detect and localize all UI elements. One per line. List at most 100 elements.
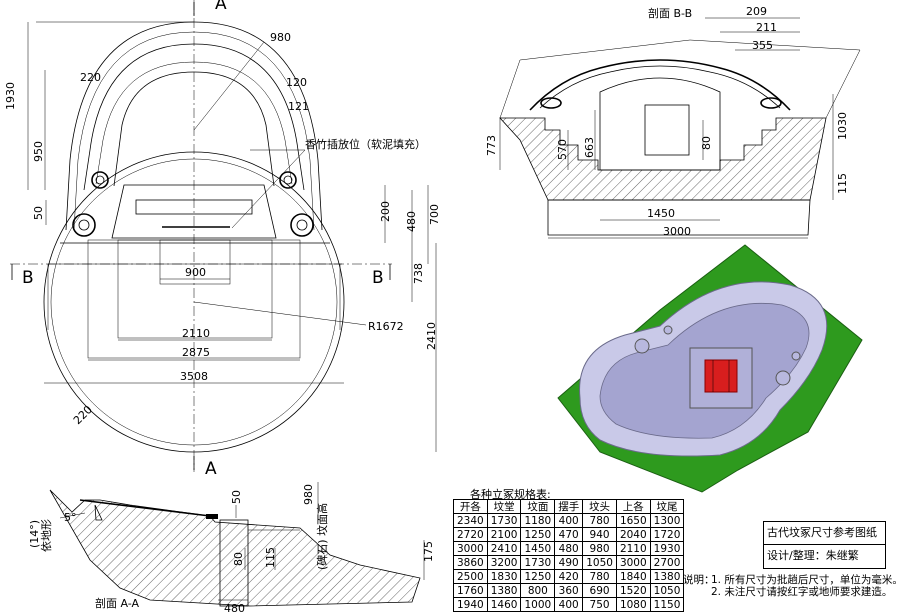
table-cell: 1380 [486,583,522,598]
dim-3508: 3508 [180,370,208,383]
title-block: 古代坟冢尺寸参考图纸 设计/整理：朱继繁 [763,521,886,569]
note-item: 1. 所有尺寸为批趟后尺寸，单位为毫米。 [711,574,903,586]
spec-header: 坟尾 [649,499,685,514]
table-cell: 3860 [453,555,488,570]
table-cell: 780 [582,513,617,528]
table-cell: 1180 [520,513,556,528]
table-cell: 470 [554,527,584,542]
table-row: 1940 1460 1000 400 750 1080 1150 [453,597,685,612]
dim-b-115: 115 [836,173,849,194]
section-b-title: 剖面 B-B [648,6,692,20]
section-b-left-label: B [22,268,34,288]
table-cell: 1930 [649,541,685,556]
dim-b-209: 209 [746,5,767,18]
dim-480: 480 [405,211,418,232]
table-cell: 1650 [615,513,651,528]
table-cell: 2100 [486,527,522,542]
dim-a-480: 480 [224,602,245,615]
section-a-bottom-label: A [205,459,217,479]
table-cell: 1050 [582,555,617,570]
tomb-3d-render [557,244,863,493]
dim-220-top: 220 [80,71,101,84]
table-cell: 1840 [615,569,651,584]
table-cell: 2700 [649,555,685,570]
terrain-label: 依地形 [40,519,53,552]
table-cell: 2500 [453,569,488,584]
table-cell: 360 [554,583,584,598]
table-cell: 780 [582,569,617,584]
table-cell: 2410 [486,541,522,556]
note-item: 2. 未注尺寸请按红字或地师要求建造。 [711,586,893,598]
table-cell: 1730 [520,555,556,570]
dim-b-570: 570 [556,139,569,160]
section-b-view [499,17,861,239]
dim-b-211: 211 [756,21,777,34]
table-cell: 750 [582,597,617,612]
scroll-left [634,338,650,354]
dim-2875: 2875 [182,346,210,359]
dim-b-80: 80 [700,136,713,150]
table-cell: 1720 [649,527,685,542]
table-cell: 690 [582,583,617,598]
drawing-title: 古代坟冢尺寸参考图纸 [764,522,885,545]
dim-b-773: 773 [485,135,498,156]
dim-r1672: R1672 [368,320,404,333]
table-cell: 3200 [486,555,522,570]
table-cell: 2720 [453,527,488,542]
dim-b-1450: 1450 [647,207,675,220]
dim-1930: 1930 [4,82,17,110]
table-row: 3860 3200 1730 490 1050 3000 2700 [453,555,685,570]
table-cell: 490 [554,555,584,570]
table-cell: 1300 [649,513,685,528]
dim-121: 121 [288,100,309,113]
dim-a-980: 980 [302,484,315,505]
spec-header: 坟堂 [486,499,522,514]
table-cell: 400 [554,597,584,612]
spec-table-title: 各种立冢规格表: [470,488,551,501]
dim-900: 900 [185,266,206,279]
table-cell: 1150 [649,597,685,612]
table-cell: 1250 [520,527,556,542]
table-cell: 1380 [649,569,685,584]
table-cell: 3000 [453,541,488,556]
spec-table-header-row: 开各 坟堂 坟面 摆手 坟头 上各 坟尾 [453,499,685,514]
spec-header: 摆手 [554,499,584,514]
table-cell: 480 [554,541,584,556]
table-cell: 980 [582,541,617,556]
dim-2110: 2110 [182,327,210,340]
spec-table: 开各 坟堂 坟面 摆手 坟头 上各 坟尾 2340 1730 1180 400 … [453,499,685,612]
designer-credit: 设计/整理：朱继繁 [767,549,859,562]
section-a-view [49,482,425,607]
table-cell: 1760 [453,583,488,598]
table-cell: 940 [582,527,617,542]
table-row: 2720 2100 1250 470 940 2040 1720 [453,527,685,542]
dim-b-3000: 3000 [663,225,691,238]
stele-red-panel [704,359,738,393]
dim-200: 200 [379,201,392,222]
table-cell: 1940 [453,597,488,612]
table-cell: 420 [554,569,584,584]
table-row: 3000 2410 1450 480 980 2110 1930 [453,541,685,556]
dim-a-115: 115 [264,547,277,568]
notes: 说明： 1. 所有尺寸为批趟后尺寸，单位为毫米。 2. 未注尺寸请按红字或地师要… [683,574,903,598]
section-b-right-label: B [372,268,384,288]
table-cell: 1520 [615,583,651,598]
table-cell: 1730 [486,513,522,528]
scroll-right [775,370,791,386]
angle-14: (14°) [28,520,41,548]
angle-5: 5° [64,511,77,524]
table-cell: 1250 [520,569,556,584]
table-cell: 1450 [520,541,556,556]
table-cell: 2340 [453,513,488,528]
table-cell: 1460 [486,597,522,612]
spec-header: 坟头 [582,499,617,514]
dim-220-bottom: 220 [71,403,95,427]
table-cell: 1050 [649,583,685,598]
dim-700: 700 [428,204,441,225]
dim-a-80: 80 [232,552,245,566]
table-row: 2340 1730 1180 400 780 1650 1300 [453,513,685,528]
table-row: 2500 1830 1250 420 780 1840 1380 [453,569,685,584]
section-a-top-label: A [215,0,227,14]
spec-header: 坟面 [520,499,556,514]
